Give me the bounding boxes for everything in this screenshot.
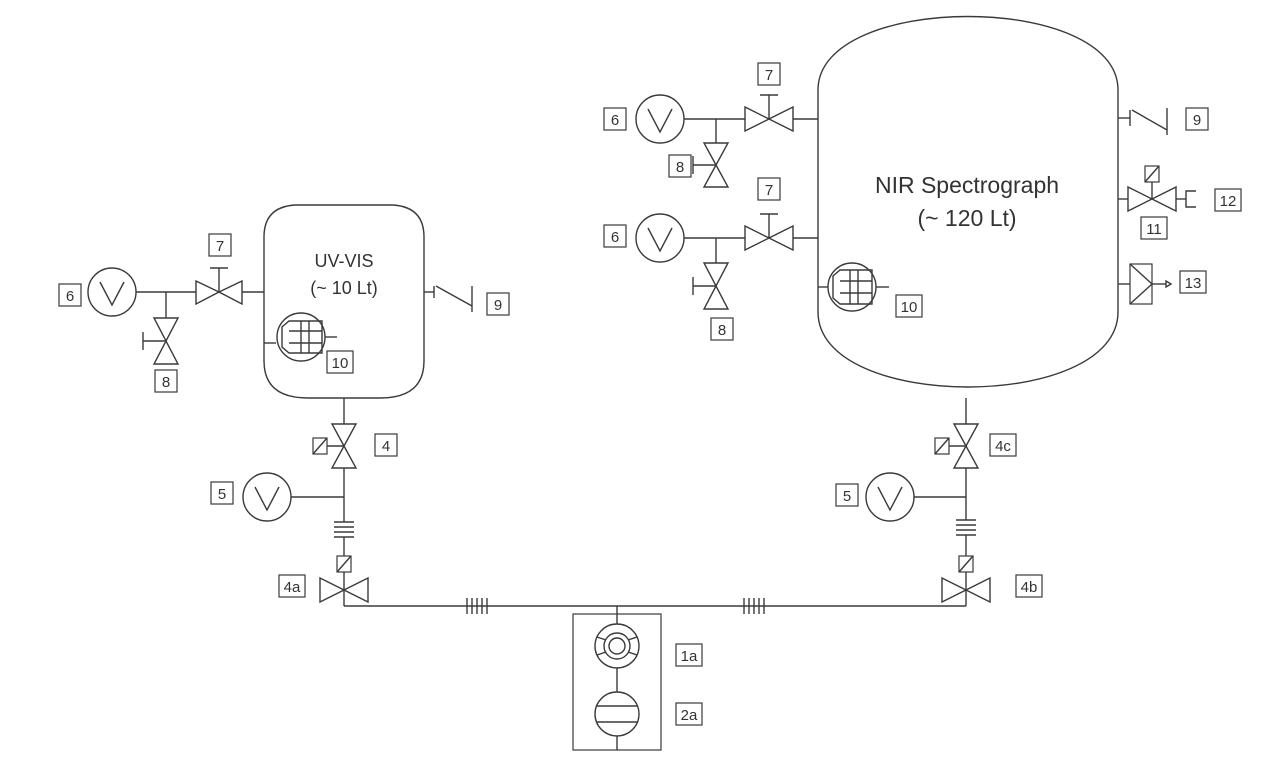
label-nir-valve-b: 7 [765,182,773,199]
manifold-line [344,598,966,614]
label-uv-valve-line: 4a [284,579,301,596]
label-nir-pump: 10 [901,299,918,316]
nir-internal-pump [818,262,889,312]
label-nir-valve-main: 4c [995,438,1011,455]
uvvis-port [424,285,473,312]
uvvis-inlet-assembly [87,267,264,365]
label-nir-relief: 13 [1185,275,1202,292]
uvvis-gauge [87,267,137,317]
nir-tank: NIR Spectrograph (~ 120 Lt) [817,15,1119,388]
label-nir-valve-line: 4b [1021,579,1038,596]
label-uv-gauge: 6 [66,288,74,305]
nir-inlet-a [635,94,818,188]
label-nir-gauge-a: 6 [611,112,619,129]
label-nir-valve-a: 7 [765,67,773,84]
uvvis-valve-8 [142,292,180,365]
label-nir-vent-valve: 11 [1146,221,1162,238]
nir-outlet-line [865,398,991,606]
uvvis-outlet-line [242,398,369,606]
label-nir-vent-cap: 12 [1220,193,1237,210]
nir-port [1118,108,1168,135]
label-uv-gauge-line: 5 [218,486,226,503]
label-uv-pump: 10 [332,355,349,372]
backing-pump [594,691,640,737]
label-nir-gauge-b: 6 [611,229,619,246]
label-uv-port: 9 [494,297,502,314]
turbo-pump [594,623,640,669]
label-pump-bottom: 2a [681,707,698,724]
label-uv-valve-main: 4 [382,438,390,455]
uvvis-valve-7 [195,267,243,306]
nir-tank-name: NIR Spectrograph [875,172,1059,198]
label-nir-gauge-line: 5 [843,488,851,505]
label-pump-top: 1a [681,648,698,665]
label-nir-valve-b-drain: 8 [718,322,726,339]
label-uv-valve-top: 7 [216,238,224,255]
label-nir-valve-a-drain: 8 [676,159,684,176]
pump-station [572,613,662,751]
label-nir-port: 9 [1193,112,1201,129]
nir-inlet-b [635,213,818,310]
nir-relief-valve [1118,263,1173,305]
component-labels: 6 7 8 9 10 4 5 4a 6 7 8 6 7 8 9 10 11 12 [58,62,1242,726]
label-uv-valve-bottom: 8 [162,374,170,391]
uvvis-internal-pump [264,312,337,362]
uvvis-tank-volume: (~ 10 Lt) [310,278,378,298]
nir-vent-valve [1118,165,1196,213]
nir-tank-volume: (~ 120 Lt) [917,205,1016,231]
uvvis-tank-name: UV-VIS [314,251,373,271]
